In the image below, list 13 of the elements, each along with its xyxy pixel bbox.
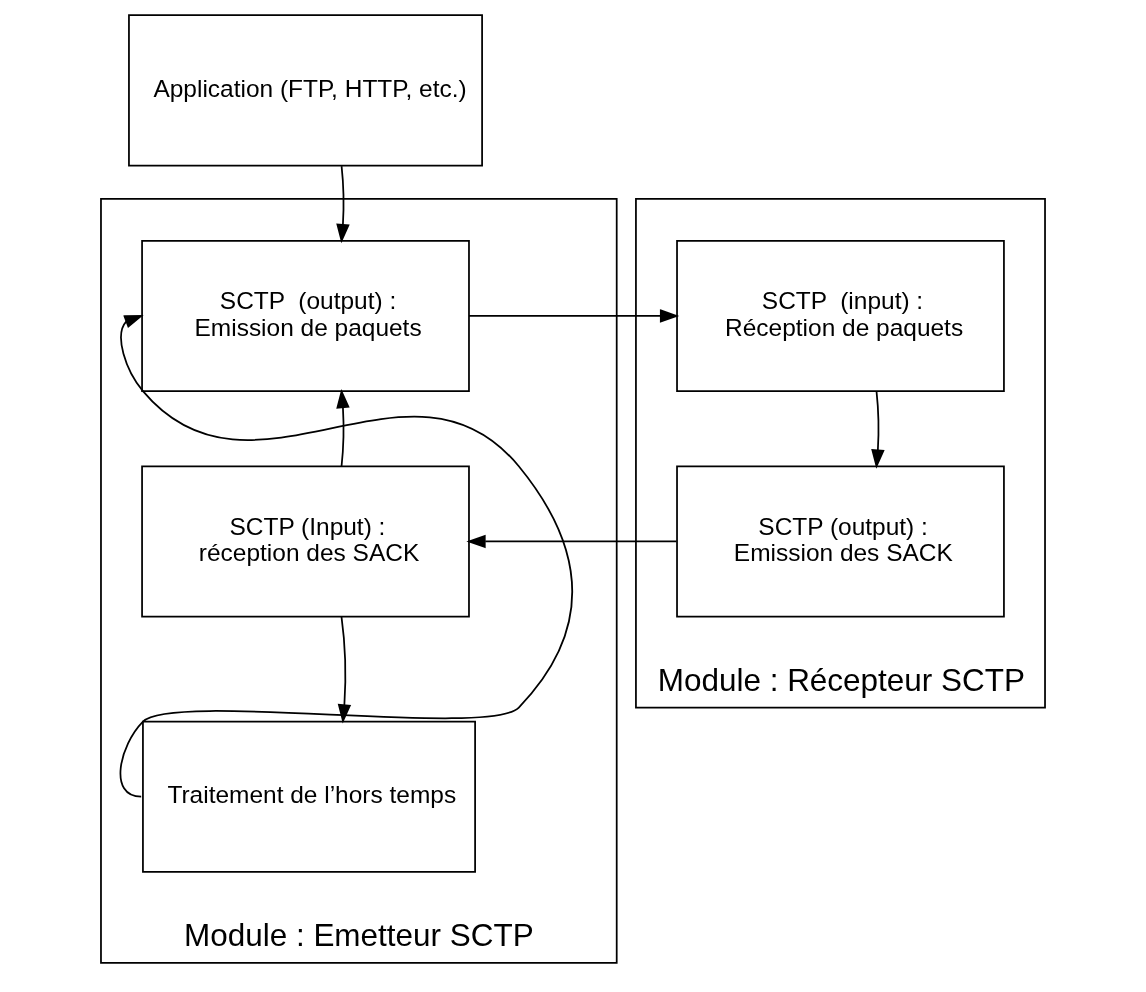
arrow <box>871 390 885 469</box>
node-box: Traitement de l’hors temps <box>142 720 476 873</box>
node-box: SCTP (output) : Emission de paquets <box>141 239 470 392</box>
arrow <box>337 615 352 724</box>
arrow <box>119 315 574 798</box>
node-box: SCTP (input) : Réception de paquets <box>676 239 1005 392</box>
arrow <box>466 534 678 549</box>
arrow <box>336 165 350 244</box>
arrow <box>468 309 680 323</box>
node-box: Application (FTP, HTTP, etc.) <box>128 14 483 167</box>
node-box: SCTP (output) : Emission des SACK <box>676 465 1005 618</box>
arrow <box>336 388 350 467</box>
node-box: SCTP (Input) : réception des SACK <box>141 465 470 618</box>
